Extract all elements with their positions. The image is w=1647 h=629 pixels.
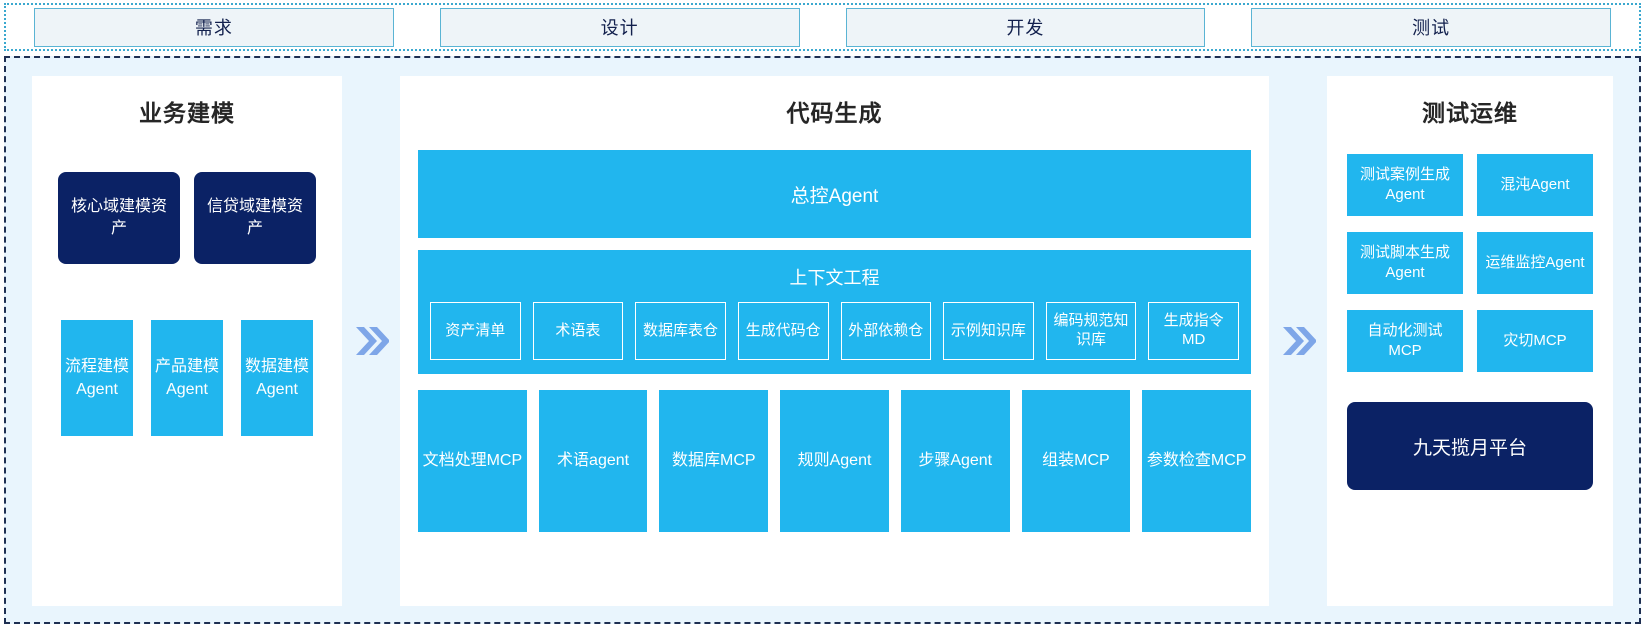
- tool-label: 术语agent: [557, 451, 630, 469]
- context-item-asset-list[interactable]: 资产清单: [430, 302, 521, 360]
- platform-label: 九天揽月平台: [1412, 437, 1527, 459]
- agent-label: 流程建模Agent: [64, 357, 129, 398]
- main-region: 业务建模 核心域建模资产 信贷域建模资产 流程建模Agent 产品建模Agent…: [4, 56, 1641, 624]
- context-item-generation-instruction-md[interactable]: 生成指令MD: [1148, 302, 1239, 360]
- tool-box-parameter-check-mcp[interactable]: 参数检查MCP: [1142, 390, 1252, 532]
- double-chevron-right-icon: [1269, 76, 1327, 606]
- tool-label: 参数检查MCP: [1146, 451, 1247, 469]
- panel-title: 业务建模: [139, 100, 235, 126]
- phase-label: 设计: [600, 18, 639, 38]
- agent-label: 数据建模Agent: [244, 357, 309, 398]
- test-script-generation-agent[interactable]: 测试脚本生成Agent: [1347, 232, 1463, 294]
- context-items: 资产清单 术语表 数据库表仓 生成代码仓 外部依赖仓: [430, 302, 1239, 360]
- context-engineering-block: 上下文工程 资产清单 术语表 数据库表仓 生成代码仓: [418, 250, 1251, 374]
- controller-agent-label: 总控Agent: [790, 185, 879, 207]
- agent-box-data-modeling[interactable]: 数据建模Agent: [241, 320, 313, 436]
- automated-testing-mcp[interactable]: 自动化测试MCP: [1347, 310, 1463, 372]
- panel-code-generation: 代码生成 总控Agent 上下文工程 资产清单 术语表: [400, 76, 1269, 606]
- asset-box-credit-domain[interactable]: 信贷域建模资产: [194, 172, 316, 264]
- context-item-label: 编码规范知识库: [1053, 312, 1129, 348]
- box-label: 灾切MCP: [1503, 331, 1567, 349]
- tool-box-glossary-agent[interactable]: 术语agent: [538, 390, 648, 532]
- tool-label: 数据库MCP: [672, 451, 756, 469]
- context-item-label: 生成指令MD: [1163, 312, 1224, 348]
- asset-label: 信贷域建模资产: [206, 198, 303, 237]
- test-case-generation-agent[interactable]: 测试案例生成Agent: [1347, 154, 1463, 216]
- box-label: 运维监控Agent: [1485, 253, 1585, 271]
- test-ops-grid: 测试案例生成Agent 混沌Agent 测试脚本生成Agent 运维监控Agen…: [1327, 128, 1613, 372]
- context-item-db-table-repo[interactable]: 数据库表仓: [635, 302, 726, 360]
- asset-box-core-domain[interactable]: 核心域建模资产: [58, 172, 180, 264]
- panel-test-operations: 测试运维 测试案例生成Agent 混沌Agent 测试脚本生成Agent 运维监…: [1327, 76, 1613, 606]
- tool-box-assembly-mcp[interactable]: 组装MCP: [1021, 390, 1131, 532]
- tools-row: 文档处理MCP 术语agent 数据库MCP 规则Agent 步骤Agent: [418, 390, 1252, 550]
- tool-box-step-agent[interactable]: 步骤Agent: [900, 390, 1010, 532]
- box-label: 混沌Agent: [1500, 175, 1570, 193]
- tool-box-rule-agent[interactable]: 规则Agent: [780, 390, 889, 532]
- tool-label: 组装MCP: [1042, 451, 1110, 469]
- phase-label: 测试: [1412, 18, 1451, 38]
- context-item-label: 外部依赖仓: [848, 321, 924, 339]
- center-content: 总控Agent 上下文工程 资产清单 术语表 数据库表仓: [400, 150, 1269, 550]
- context-item-label: 示例知识库: [950, 321, 1026, 339]
- controller-agent-banner[interactable]: 总控Agent: [418, 150, 1251, 238]
- context-item-glossary[interactable]: 术语表: [532, 302, 624, 360]
- agent-row: 流程建模Agent 产品建模Agent 数据建模Agent: [32, 320, 342, 436]
- tool-box-document-processing-mcp[interactable]: 文档处理MCP: [418, 390, 527, 532]
- phase-label: 需求: [194, 18, 233, 38]
- platform-wrap: 九天揽月平台: [1327, 372, 1613, 490]
- context-item-coding-standard-knowledge-base[interactable]: 编码规范知识库: [1045, 302, 1137, 360]
- box-label: 测试案例生成Agent: [1359, 165, 1450, 203]
- tool-label: 规则Agent: [797, 451, 872, 469]
- phase-box-design[interactable]: 设计: [439, 7, 800, 47]
- phase-box-requirements[interactable]: 需求: [34, 7, 394, 47]
- agent-box-process-modeling[interactable]: 流程建模Agent: [61, 320, 133, 436]
- box-label: 测试脚本生成Agent: [1359, 243, 1450, 281]
- disaster-switch-mcp[interactable]: 灾切MCP: [1477, 310, 1593, 372]
- asset-row: 核心域建模资产 信贷域建模资产: [32, 172, 342, 264]
- box-label: 自动化测试MCP: [1367, 321, 1443, 359]
- context-item-external-dependency-repo[interactable]: 外部依赖仓: [840, 302, 932, 360]
- ops-monitoring-agent[interactable]: 运维监控Agent: [1477, 232, 1593, 294]
- agent-box-product-modeling[interactable]: 产品建模Agent: [151, 320, 223, 436]
- tool-label: 文档处理MCP: [422, 451, 523, 469]
- context-item-label: 生成代码仓: [745, 321, 821, 339]
- context-item-example-knowledge-base[interactable]: 示例知识库: [943, 302, 1034, 360]
- context-item-label: 术语表: [555, 321, 601, 339]
- panel-title: 代码生成: [786, 100, 883, 126]
- phase-band: 需求 设计 开发 测试: [4, 3, 1641, 51]
- chaos-agent[interactable]: 混沌Agent: [1477, 154, 1593, 216]
- phase-box-development[interactable]: 开发: [845, 7, 1206, 47]
- asset-label: 核心域建模资产: [70, 198, 167, 237]
- agent-label: 产品建模Agent: [154, 357, 219, 398]
- panel-business-modeling: 业务建模 核心域建模资产 信贷域建模资产 流程建模Agent 产品建模Agent…: [32, 76, 342, 606]
- context-item-label: 数据库表仓: [643, 321, 719, 339]
- double-chevron-right-icon: [342, 76, 400, 606]
- context-item-generated-code-repo[interactable]: 生成代码仓: [737, 302, 829, 360]
- platform-box-jiutian-lanyue[interactable]: 九天揽月平台: [1347, 402, 1593, 490]
- phase-box-testing[interactable]: 测试: [1251, 7, 1611, 47]
- phase-label: 开发: [1006, 18, 1045, 38]
- panel-title: 测试运维: [1422, 100, 1518, 126]
- tool-box-database-mcp[interactable]: 数据库MCP: [659, 390, 769, 532]
- context-item-label: 资产清单: [445, 321, 506, 339]
- tool-label: 步骤Agent: [918, 451, 993, 469]
- context-engineering-title: 上下文工程: [789, 268, 880, 288]
